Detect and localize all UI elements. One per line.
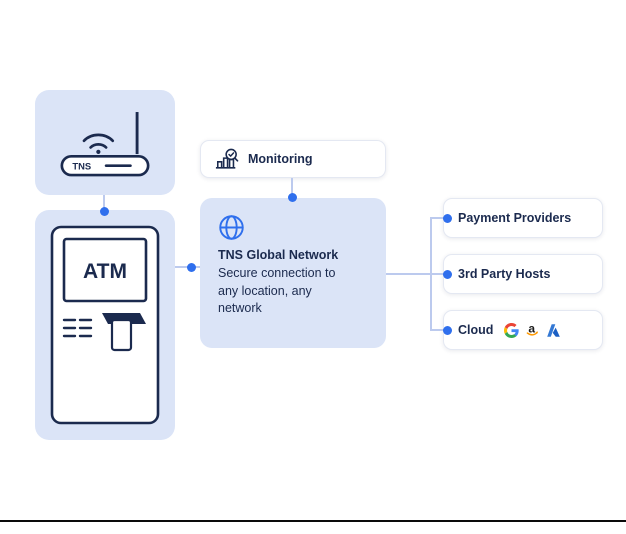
network-description: Secure connection to any location, any n…: [218, 266, 336, 315]
connector-branch-vertical: [430, 217, 432, 331]
connector-branch-top: [430, 217, 448, 219]
endpoint-card-payment-providers: Payment Providers: [443, 198, 603, 238]
atm-machine-icon: ATM: [50, 225, 160, 425]
google-icon: [504, 322, 520, 338]
atm-label: ATM: [83, 260, 127, 283]
connector-dot-router-atm: [100, 207, 109, 216]
connector-dot-monitoring-network: [288, 193, 297, 202]
connector-dot-3rd-party-hosts: [443, 270, 452, 279]
globe-icon: [219, 215, 244, 240]
endpoint-card-cloud: Cloud a: [443, 310, 603, 350]
network-panel: TNS Global Network Secure connection to …: [200, 198, 386, 348]
network-title: TNS Global Network: [218, 248, 339, 262]
monitoring-chart-icon: [215, 148, 239, 169]
connector-dot-atm-network: [187, 263, 196, 272]
endpoint-card-3rd-party-hosts: 3rd Party Hosts: [443, 254, 603, 294]
router-label: TNS: [72, 160, 91, 171]
amazon-icon: a: [527, 322, 539, 336]
connector-monitoring-network: [291, 178, 293, 198]
monitoring-card: Monitoring: [200, 140, 386, 178]
azure-icon: [547, 323, 561, 337]
endpoint-label: 3rd Party Hosts: [458, 267, 551, 281]
connector-router-atm: [103, 195, 105, 211]
cloud-logos: a: [504, 322, 561, 338]
connector-branch-bottom: [430, 329, 448, 331]
endpoint-label: Payment Providers: [458, 211, 572, 225]
svg-text:a: a: [529, 322, 536, 335]
connector-dot-payment-providers: [443, 214, 452, 223]
atm-panel: ATM: [35, 210, 175, 440]
wifi-router-icon: TNS: [60, 111, 150, 176]
atm-keypad-lines: [62, 318, 93, 338]
atm-receipt: [110, 318, 133, 352]
connector-network-branch: [386, 273, 448, 275]
connector-dot-cloud: [443, 326, 452, 335]
router-panel: TNS: [35, 90, 175, 195]
monitoring-label: Monitoring: [248, 152, 313, 166]
bottom-border: [0, 520, 626, 522]
endpoint-label: Cloud: [458, 323, 494, 337]
